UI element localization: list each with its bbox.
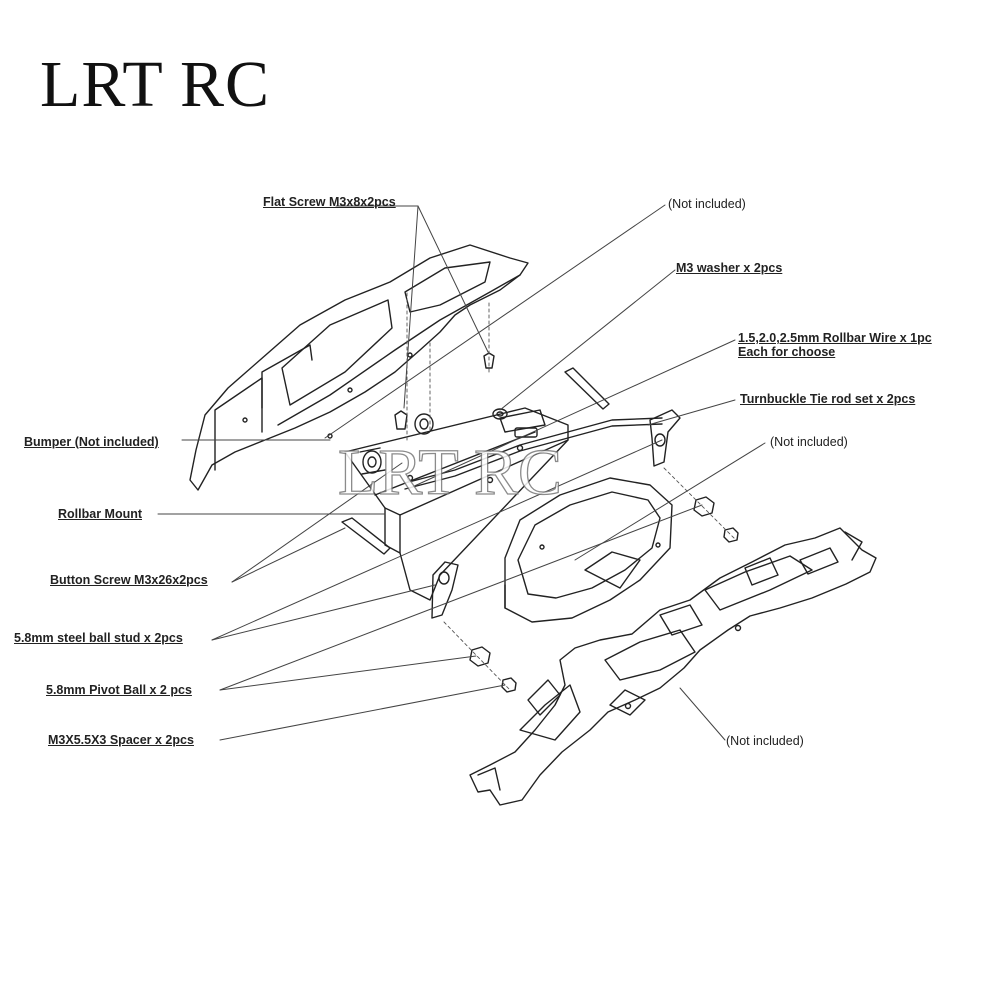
label-not-included-mid: (Not included): [770, 435, 848, 449]
button-screw-part: [341, 367, 610, 555]
label-m3-washer: M3 washer x 2pcs: [676, 261, 783, 275]
brand-logo: LRT RC: [40, 48, 271, 121]
label-flat-screw: Flat Screw M3x8x2pcs: [263, 195, 396, 209]
label-steel-ball-stud: 5.8mm steel ball stud x 2pcs: [14, 631, 183, 645]
watermark: LRT RC: [337, 436, 563, 509]
label-rollbar-wire-line2: Each for choose: [738, 344, 836, 359]
rollbar-mount-part: [344, 407, 569, 601]
rollbar-wire-part: [404, 417, 663, 490]
bumper-part: [189, 244, 529, 491]
label-bumper: Bumper (Not included): [24, 435, 159, 449]
pivot-ball-part: [469, 496, 715, 667]
label-rollbar-wire: 1.5,2.0,2.5mm Rollbar Wire x 1pc Each fo…: [738, 331, 932, 360]
spacer-part: [501, 527, 739, 693]
label-spacer: M3X5.5X3 Spacer x 2pcs: [48, 733, 194, 747]
suspension-arms-part: [469, 527, 877, 806]
label-turnbuckle: Turnbuckle Tie rod set x 2pcs: [740, 392, 916, 406]
label-rollbar-wire-line1: 1.5,2.0,2.5mm Rollbar Wire x 1pc: [738, 331, 932, 345]
label-rollbar-mount: Rollbar Mount: [58, 507, 143, 521]
tray-part: [504, 477, 673, 623]
m3-washer-part: [492, 408, 508, 420]
label-not-included-top: (Not included): [668, 197, 746, 211]
label-button-screw: Button Screw M3x26x2pcs: [50, 573, 208, 587]
label-pivot-ball: 5.8mm Pivot Ball x 2 pcs: [46, 683, 192, 697]
flat-screw-part: [394, 352, 495, 430]
turnbuckle-part: [431, 409, 681, 619]
label-not-included-bottom: (Not included): [726, 734, 804, 748]
